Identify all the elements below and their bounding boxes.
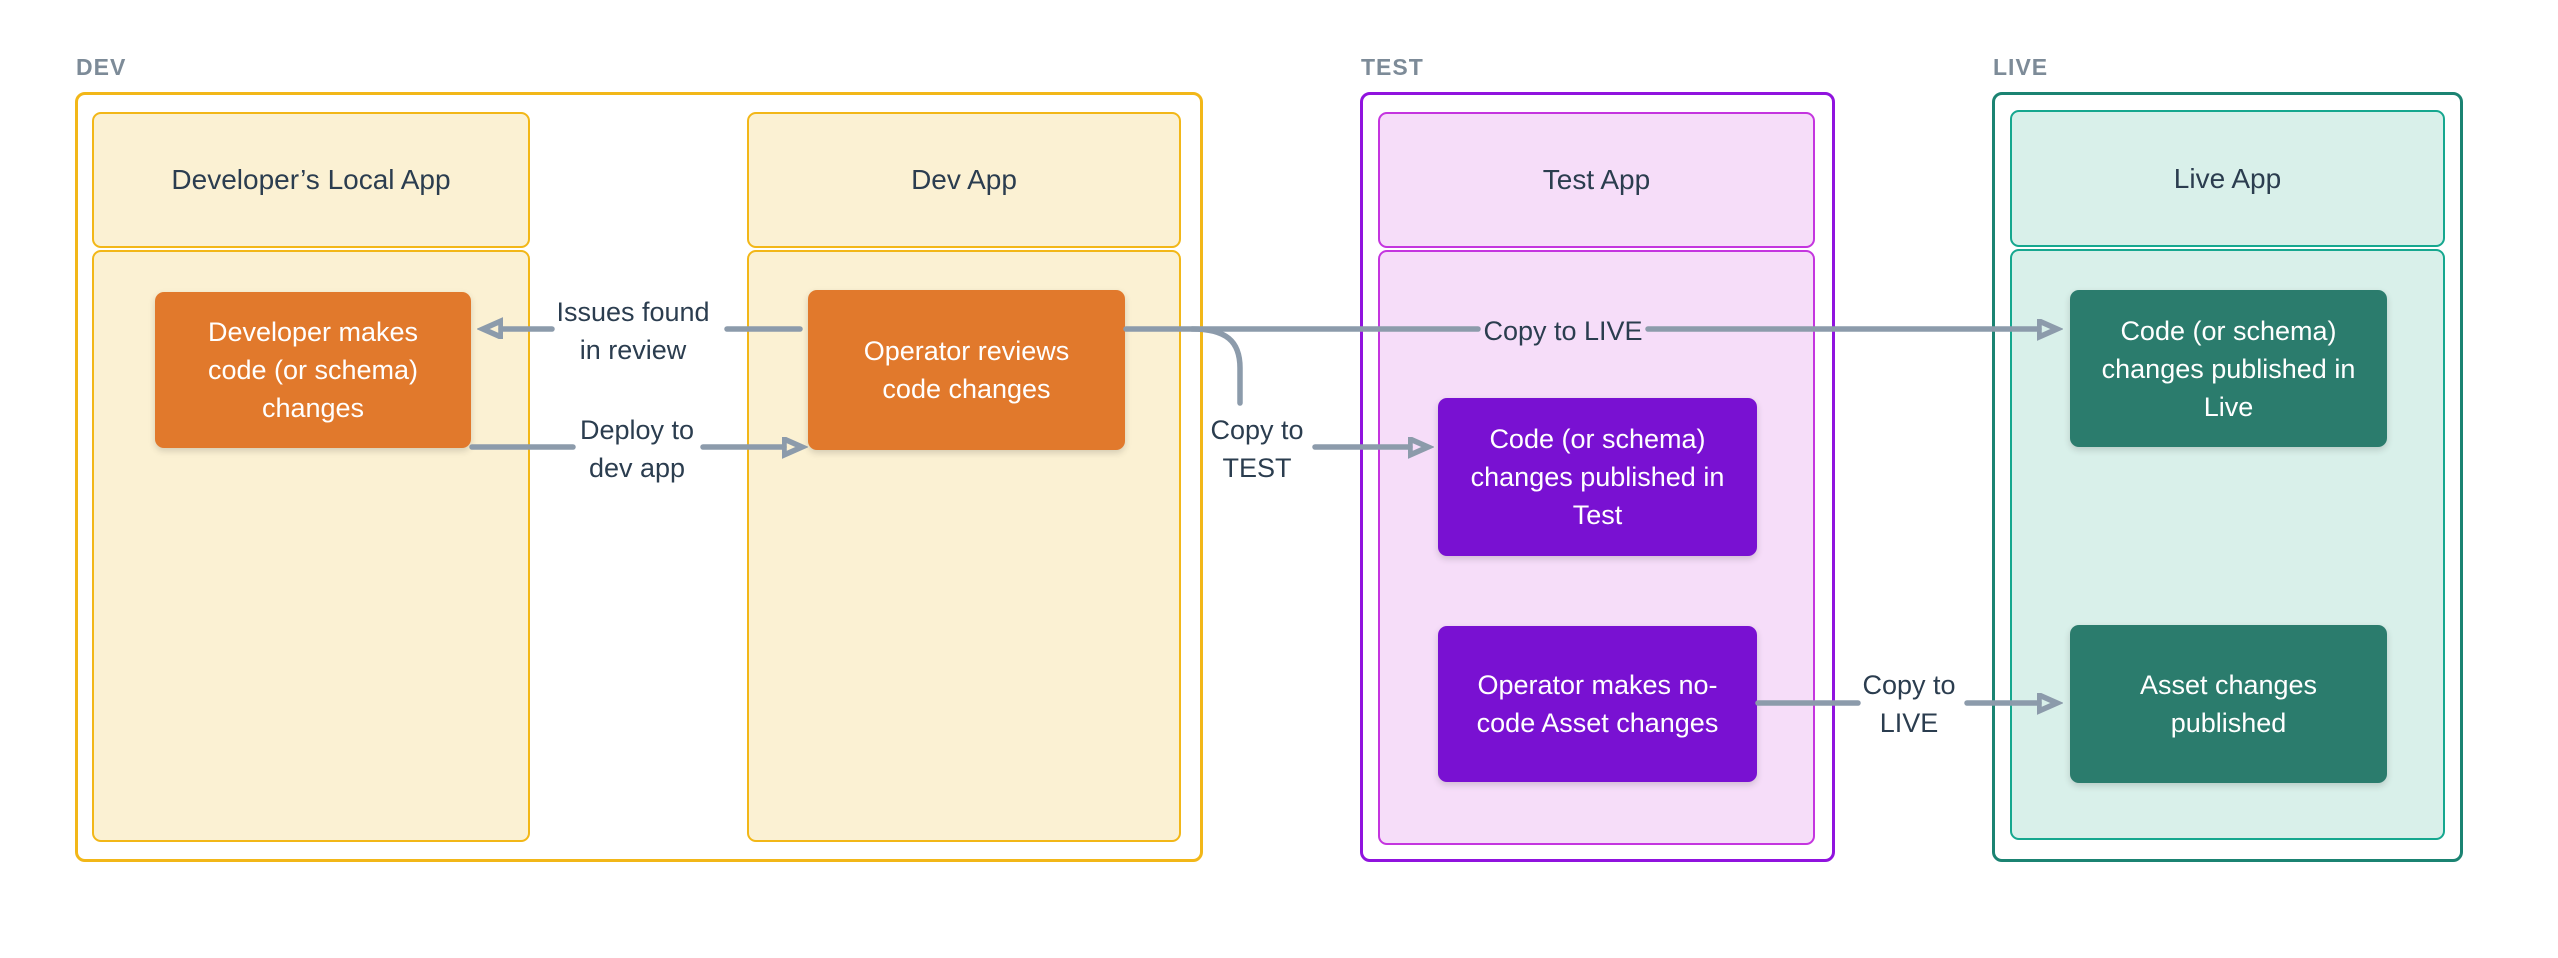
test-app-title: Test App bbox=[1542, 164, 1651, 195]
node-code-published-live: Code (or schema) changes published in Li… bbox=[2070, 290, 2387, 447]
node-operator-asset-changes: Operator makes no- code Asset changes bbox=[1438, 626, 1757, 782]
edge-label-copy-test: Copy to TEST bbox=[1210, 411, 1303, 487]
node-asset-changes-published: Asset changes published bbox=[2070, 625, 2387, 783]
test-app-header-panel: Test App bbox=[1378, 112, 1815, 248]
edge-label-deploy-line2: dev app bbox=[588, 453, 686, 483]
edge-label-issues-line2: in review bbox=[579, 335, 687, 365]
edge-label-issues: Issues found in review bbox=[556, 293, 709, 369]
live-section-label: LIVE bbox=[1993, 54, 2049, 80]
dev-app-header-panel: Dev App bbox=[747, 112, 1181, 248]
test-section-label: TEST bbox=[1361, 54, 1424, 80]
edge-label-copy-test-line2: TEST bbox=[1222, 453, 1292, 483]
edge-label-copy-test-line1: Copy to bbox=[1210, 415, 1304, 445]
node-operator-reviews: Operator reviews code changes bbox=[808, 290, 1125, 450]
edge-label-issues-line1: Issues found bbox=[556, 297, 710, 327]
edge-label-deploy-line1: Deploy to bbox=[579, 415, 695, 445]
dev-section-label: DEV bbox=[76, 54, 127, 80]
node-code-published-test: Code (or schema) changes published in Te… bbox=[1438, 398, 1757, 556]
local-app-title: Developer’s Local App bbox=[171, 164, 451, 195]
edge-label-copy-live-bottom-line2: LIVE bbox=[1879, 708, 1939, 738]
edge-label-deploy: Deploy to dev app bbox=[580, 411, 694, 487]
edge-label-copy-live-bottom-line1: Copy to bbox=[1862, 670, 1956, 700]
local-app-header-panel: Developer’s Local App bbox=[92, 112, 530, 248]
node-developer-makes-changes: Developer makes code (or schema) changes bbox=[155, 292, 471, 448]
live-app-title: Live App bbox=[2173, 162, 2282, 194]
dev-app-title: Dev App bbox=[911, 164, 1017, 195]
edge-label-copy-live-top: Copy to LIVE bbox=[1483, 316, 1643, 346]
live-app-header-panel: Live App bbox=[2010, 110, 2445, 247]
edge-label-copy-live-bottom: Copy to LIVE bbox=[1862, 666, 1955, 742]
